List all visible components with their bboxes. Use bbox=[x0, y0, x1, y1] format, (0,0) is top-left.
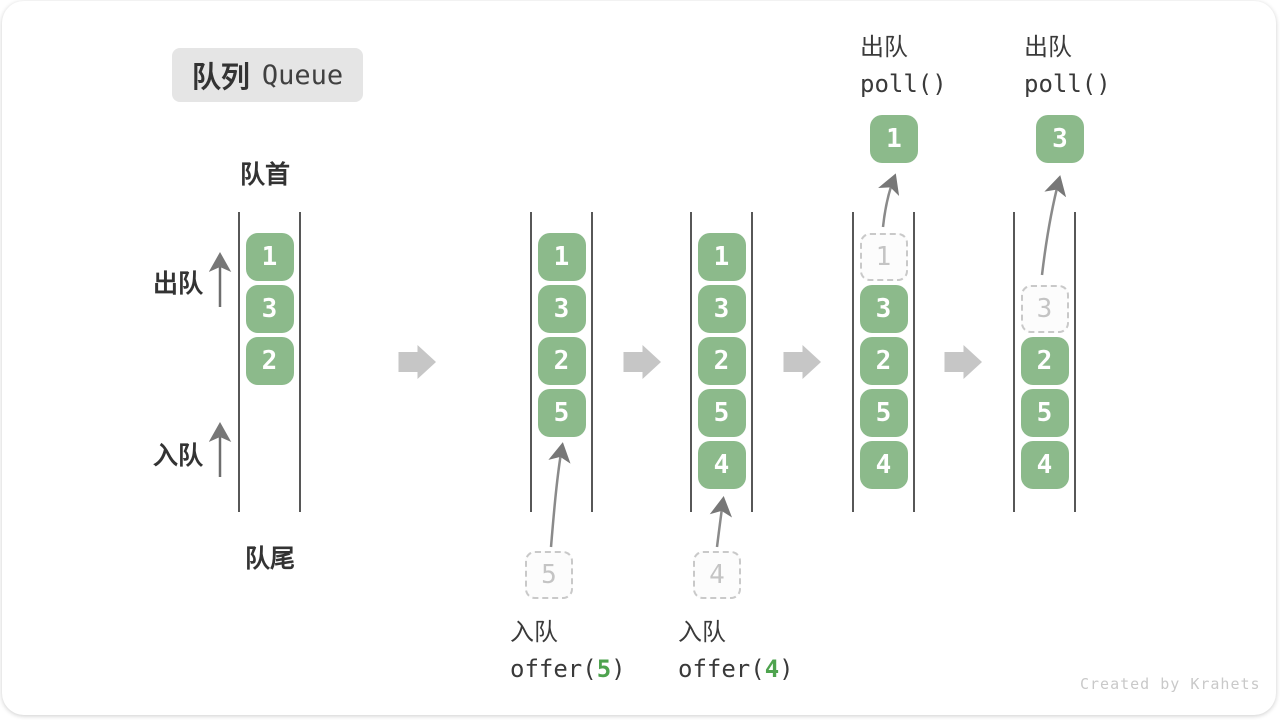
queue-cell: 5 bbox=[537, 389, 586, 437]
queue-rear-label: 队尾 bbox=[245, 544, 296, 573]
queue-cell: 4 bbox=[859, 441, 908, 489]
dequeue-direction-label: 出队 bbox=[153, 269, 204, 298]
queue-cell: 2 bbox=[1020, 337, 1069, 385]
enqueue-op-5: 入队 offer(5) bbox=[510, 614, 626, 688]
queue-cell: 2 bbox=[697, 337, 746, 385]
enqueue-ghost-5: 5 bbox=[525, 551, 573, 599]
queue-cell-ghost: 3 bbox=[1020, 285, 1069, 333]
queue-cell: 4 bbox=[1020, 441, 1069, 489]
code-text: offer( bbox=[510, 655, 597, 683]
title-zh: 队列 bbox=[191, 60, 250, 94]
poll-result-1: 1 bbox=[870, 115, 918, 163]
enqueue-op-5-label: 入队 bbox=[510, 618, 558, 646]
queue-cell: 2 bbox=[537, 337, 586, 385]
queue-column-4: 1 3 2 5 4 bbox=[852, 212, 915, 512]
queue-column-3: 1 3 2 5 4 bbox=[690, 212, 753, 512]
queue-cell: 3 bbox=[697, 285, 746, 333]
enqueue-op-4-label: 入队 bbox=[678, 618, 726, 646]
queue-cell: 1 bbox=[245, 233, 294, 281]
flow-arrow-3 bbox=[783, 345, 821, 379]
flow-arrow-4 bbox=[944, 345, 982, 379]
dequeue-op-1-label: 出队 bbox=[860, 33, 908, 61]
title-badge: 队列 Queue bbox=[172, 48, 363, 102]
enqueue-op-4-code: offer(4) bbox=[678, 651, 794, 688]
queue-cell: 3 bbox=[245, 285, 294, 333]
dequeue-op-1: 出队 poll() bbox=[860, 29, 947, 103]
queue-cell: 3 bbox=[537, 285, 586, 333]
queue-column-1: 1 3 2 bbox=[238, 212, 301, 512]
code-arg: 4 bbox=[764, 655, 780, 683]
dequeue-op-2-code: poll() bbox=[1024, 70, 1111, 98]
queue-cell: 5 bbox=[1020, 389, 1069, 437]
code-text: ) bbox=[611, 655, 626, 683]
code-text: offer( bbox=[678, 655, 765, 683]
enqueue-op-4: 入队 offer(4) bbox=[678, 614, 794, 688]
queue-cell: 5 bbox=[697, 389, 746, 437]
queue-cell: 2 bbox=[859, 337, 908, 385]
poll-result-3: 3 bbox=[1036, 115, 1084, 163]
watermark: Created by Krahets bbox=[1080, 675, 1261, 693]
enqueue-op-5-code: offer(5) bbox=[510, 651, 626, 688]
title-en: Queue bbox=[261, 59, 344, 91]
dequeue-op-1-code: poll() bbox=[860, 70, 947, 98]
queue-cell: 1 bbox=[537, 233, 586, 281]
enqueue-ghost-4: 4 bbox=[693, 551, 741, 599]
enqueue-direction-label: 入队 bbox=[153, 441, 204, 470]
queue-column-5: 3 2 5 4 bbox=[1013, 212, 1076, 512]
dequeue-op-2-label: 出队 bbox=[1024, 33, 1072, 61]
queue-cell: 1 bbox=[697, 233, 746, 281]
flow-arrow-1 bbox=[398, 345, 436, 379]
queue-column-2: 1 3 2 5 bbox=[530, 212, 593, 512]
queue-cell: 4 bbox=[697, 441, 746, 489]
flow-arrow-2 bbox=[623, 345, 661, 379]
queue-cell: 5 bbox=[859, 389, 908, 437]
dequeue-op-2: 出队 poll() bbox=[1024, 29, 1111, 103]
queue-cell: 2 bbox=[245, 337, 294, 385]
queue-cell: 3 bbox=[859, 285, 908, 333]
code-arg: 5 bbox=[596, 655, 612, 683]
queue-front-label: 队首 bbox=[240, 160, 291, 189]
code-text: ) bbox=[779, 655, 794, 683]
queue-cell-ghost: 1 bbox=[859, 233, 908, 281]
